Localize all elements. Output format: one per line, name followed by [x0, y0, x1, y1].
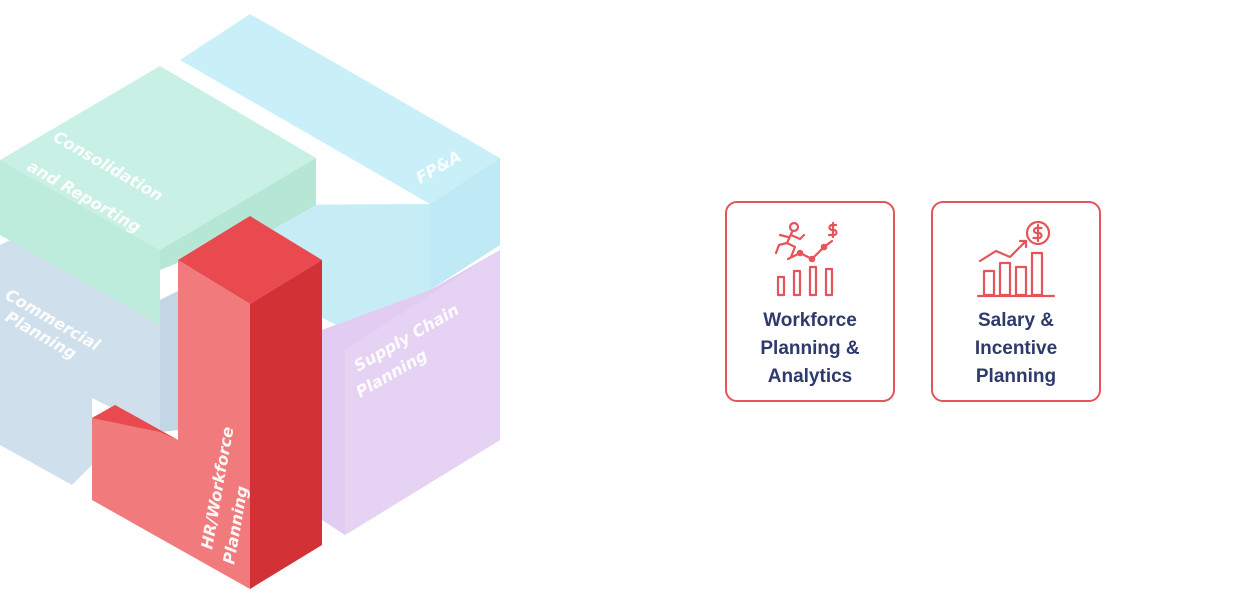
runner-growth-chart-icon: [774, 221, 838, 297]
salary-growth-chart-icon: [976, 220, 1056, 298]
salary-incentive-card[interactable]: Salary & Incentive Planning: [931, 201, 1101, 402]
workforce-planning-label: Workforce Planning & Analytics: [760, 310, 860, 387]
salary-incentive-label: Salary & Incentive Planning: [974, 310, 1058, 387]
workforce-planning-card[interactable]: Workforce Planning & Analytics: [725, 201, 895, 402]
planning-cube-diagram: Consolidation and Reporting FP&A Commerc…: [0, 14, 500, 589]
supply-chain-block: [322, 250, 500, 535]
hr-workforce-block: [92, 216, 322, 589]
consolidation-block: [0, 66, 316, 325]
